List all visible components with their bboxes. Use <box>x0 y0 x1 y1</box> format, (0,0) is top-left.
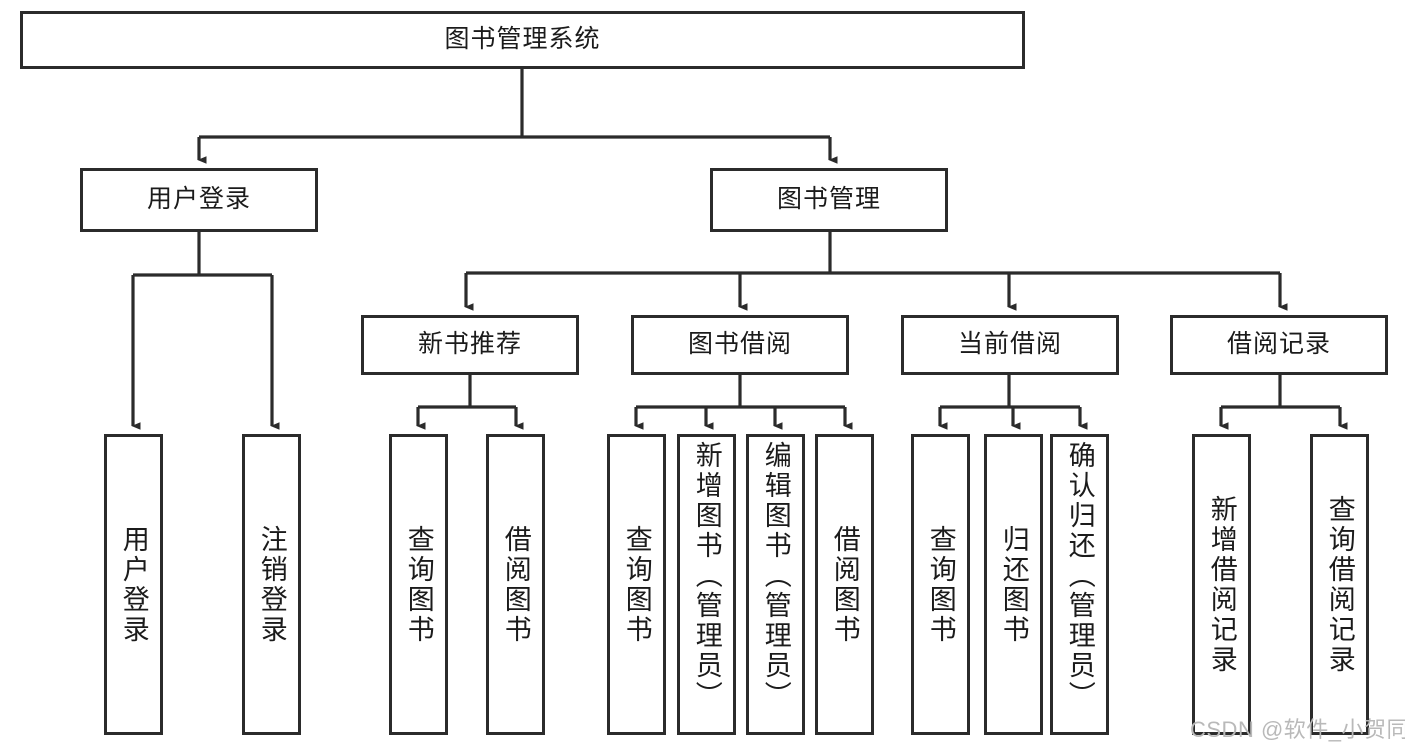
node-leaf-return-book[interactable]: 归还图书 <box>984 434 1043 735</box>
node-leaf-confirm-return-label: 确认归还（管理员） <box>1064 441 1095 711</box>
node-leaf-add-book-label: 新增图书（管理员） <box>691 441 722 711</box>
node-leaf-edit-book-label: 编辑图书（管理员） <box>760 441 791 711</box>
node-leaf-user-login-label: 用户登录 <box>118 524 149 645</box>
node-root[interactable]: 图书管理系统 <box>20 11 1025 69</box>
node-borrow-record-label: 借阅记录 <box>1226 330 1331 359</box>
node-leaf-return-book-label: 归还图书 <box>998 524 1029 645</box>
node-new-book-recommend[interactable]: 新书推荐 <box>361 315 579 375</box>
node-leaf-user-login[interactable]: 用户登录 <box>104 434 163 735</box>
node-leaf-query-book-3-label: 查询图书 <box>925 524 956 645</box>
node-leaf-query-borrow-record[interactable]: 查询借阅记录 <box>1310 434 1369 735</box>
node-leaf-edit-book[interactable]: 编辑图书（管理员） <box>746 434 805 735</box>
node-leaf-add-borrow-record[interactable]: 新增借阅记录 <box>1192 434 1251 735</box>
node-leaf-query-book-3[interactable]: 查询图书 <box>911 434 970 735</box>
node-leaf-query-book-2[interactable]: 查询图书 <box>607 434 666 735</box>
node-leaf-query-book-1[interactable]: 查询图书 <box>389 434 448 735</box>
node-borrow-record[interactable]: 借阅记录 <box>1170 315 1388 375</box>
node-leaf-add-book[interactable]: 新增图书（管理员） <box>677 434 736 735</box>
node-leaf-add-borrow-record-label: 新增借阅记录 <box>1206 494 1237 675</box>
node-current-borrow-label: 当前借阅 <box>957 330 1062 359</box>
node-current-borrow[interactable]: 当前借阅 <box>901 315 1119 375</box>
node-leaf-borrow-book-1-label: 借阅图书 <box>500 524 531 645</box>
node-book-manage[interactable]: 图书管理 <box>710 168 948 232</box>
node-leaf-logout-label: 注销登录 <box>256 524 287 645</box>
node-leaf-confirm-return[interactable]: 确认归还（管理员） <box>1050 434 1109 735</box>
node-book-borrow[interactable]: 图书借阅 <box>631 315 849 375</box>
node-root-label: 图书管理系统 <box>444 25 601 54</box>
node-leaf-borrow-book-2[interactable]: 借阅图书 <box>815 434 874 735</box>
node-leaf-query-book-1-label: 查询图书 <box>403 524 434 645</box>
node-leaf-borrow-book-2-label: 借阅图书 <box>829 524 860 645</box>
node-leaf-query-book-2-label: 查询图书 <box>621 524 652 645</box>
node-new-book-recommend-label: 新书推荐 <box>417 330 522 359</box>
node-leaf-borrow-book-1[interactable]: 借阅图书 <box>486 434 545 735</box>
node-user-login[interactable]: 用户登录 <box>80 168 318 232</box>
node-book-manage-label: 图书管理 <box>776 185 881 214</box>
node-leaf-query-borrow-record-label: 查询借阅记录 <box>1324 494 1355 675</box>
node-leaf-logout[interactable]: 注销登录 <box>242 434 301 735</box>
node-book-borrow-label: 图书借阅 <box>687 330 792 359</box>
node-user-login-label: 用户登录 <box>146 185 251 214</box>
